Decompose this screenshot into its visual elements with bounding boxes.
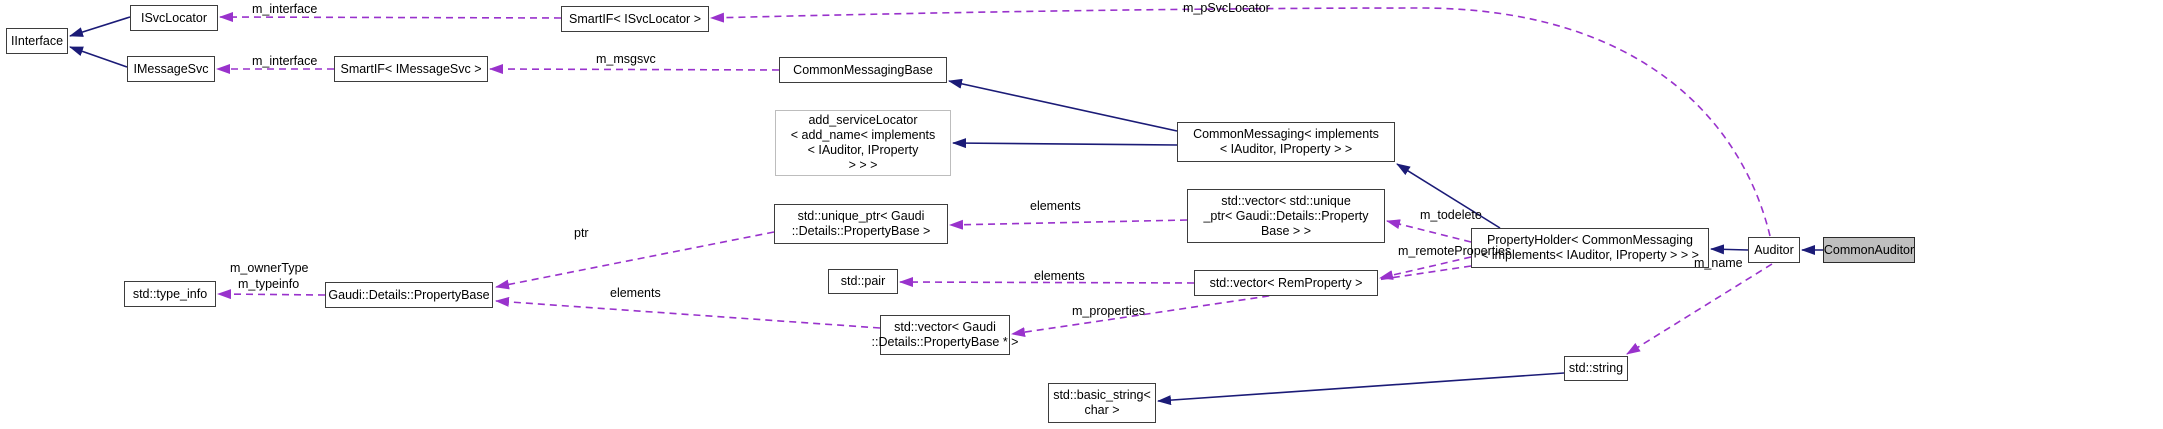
node-auditor[interactable]: Auditor bbox=[1748, 237, 1800, 263]
node-commonmessaging[interactable]: CommonMessaging< implements < IAuditor, … bbox=[1177, 122, 1395, 162]
edge-elements-propertybase bbox=[495, 296, 881, 329]
edge-string-to-basicstring bbox=[1157, 372, 1565, 406]
edge-label-m-remoteproperties: m_remoteProperties bbox=[1398, 244, 1512, 258]
node-smartif-isvclocator[interactable]: SmartIF< ISvcLocator > bbox=[561, 6, 709, 32]
edge-commonmessaging-to-addsvc bbox=[952, 138, 1178, 149]
node-smartif-imessagesvc[interactable]: SmartIF< IMessageSvc > bbox=[334, 56, 488, 82]
edge-propertyholder-to-commonmessaging bbox=[1396, 163, 1501, 229]
edge-label-elements-pair: elements bbox=[1034, 269, 1085, 283]
node-isvclocator[interactable]: ISvcLocator bbox=[130, 5, 218, 31]
node-propertybase[interactable]: Gaudi::Details::PropertyBase bbox=[325, 282, 493, 308]
node-vector-remproperty[interactable]: std::vector< RemProperty > bbox=[1194, 270, 1378, 296]
edge-imessagesvc-to-iinterface bbox=[69, 46, 128, 68]
edge-ptr bbox=[495, 231, 775, 290]
node-vector-unique-ptr[interactable]: std::vector< std::unique _ptr< Gaudi::De… bbox=[1187, 189, 1385, 243]
node-basic-string[interactable]: std::basic_string< char > bbox=[1048, 383, 1156, 423]
edge-label-m-msgsvc: m_msgsvc bbox=[596, 52, 656, 66]
node-iinterface[interactable]: IInterface bbox=[6, 28, 68, 54]
edge-label-m-typeinfo: m_typeinfo bbox=[238, 277, 300, 291]
edge-label-m-interface-svc: m_interface bbox=[252, 2, 318, 16]
node-type-info[interactable]: std::type_info bbox=[124, 281, 216, 307]
edge-label-ptr: ptr bbox=[574, 226, 589, 240]
node-commonmessagingbase[interactable]: CommonMessagingBase bbox=[779, 57, 947, 83]
edge-label-m-ownertype: m_ownerType bbox=[230, 261, 309, 275]
node-vector-propertybase-ptr[interactable]: std::vector< Gaudi ::Details::PropertyBa… bbox=[872, 315, 1018, 355]
edge-m-remoteproperties bbox=[1379, 256, 1472, 280]
edge-m-ownertype-typeinfo bbox=[217, 289, 326, 300]
edge-commonmessaging-to-base bbox=[948, 78, 1178, 132]
node-propertyholder[interactable]: PropertyHolder< CommonMessaging < implem… bbox=[1471, 228, 1709, 268]
node-unique-ptr-propertybase[interactable]: std::unique_ptr< Gaudi ::Details::Proper… bbox=[774, 204, 948, 244]
edge-label-elements-unique: elements bbox=[1030, 199, 1081, 213]
edge-m-msgsvc bbox=[489, 64, 780, 75]
node-add-servicelocator: add_serviceLocator < add_name< implement… bbox=[775, 110, 951, 176]
edge-label-m-todelete: m_todelete bbox=[1420, 208, 1482, 222]
edge-label-m-properties: m_properties bbox=[1072, 304, 1145, 318]
node-imessagesvc[interactable]: IMessageSvc bbox=[127, 56, 215, 82]
edge-m-properties bbox=[1011, 265, 1472, 338]
edge-elements-pair bbox=[899, 277, 1195, 288]
edge-label-m-interface-msg: m_interface bbox=[252, 54, 318, 68]
node-commonauditor: CommonAuditor bbox=[1823, 237, 1915, 263]
edge-label-m-name: m_name bbox=[1694, 256, 1743, 270]
edge-label-elements-pbase: elements bbox=[610, 286, 661, 300]
edge-m-psvclocator bbox=[710, 7, 1771, 237]
edge-m-todelete bbox=[1386, 219, 1472, 243]
edge-isvclocator-to-iinterface bbox=[69, 16, 131, 37]
edge-auditor-to-propertyholder bbox=[1710, 244, 1749, 255]
edge-elements-uniqueptr bbox=[949, 219, 1188, 230]
edge-m-interface-isvclocator bbox=[219, 12, 562, 23]
node-string[interactable]: std::string bbox=[1564, 356, 1628, 381]
node-pair[interactable]: std::pair bbox=[828, 269, 898, 294]
edge-label-m-psvclocator: m_pSvcLocator bbox=[1183, 1, 1270, 15]
edge-m-name bbox=[1626, 263, 1773, 355]
